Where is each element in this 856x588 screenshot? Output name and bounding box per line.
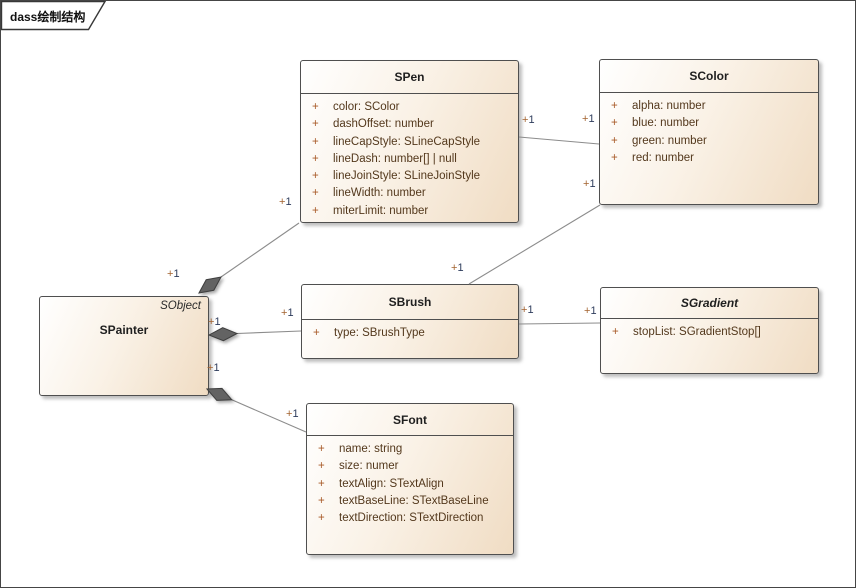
connector-spainter-sbrush[interactable] <box>236 330 302 335</box>
multiplicity-spainter-sbrush-target: +1 <box>281 307 294 319</box>
attribute-text: textBaseLine: STextBaseLine <box>339 494 489 507</box>
connector-spainter-spen[interactable] <box>220 222 300 278</box>
attribute-row: + miterLimit: number <box>301 203 518 220</box>
attribute-row: + lineWidth: number <box>301 185 518 202</box>
visibility-marker: + <box>318 477 325 490</box>
visibility-marker: + <box>612 326 619 338</box>
class-sfont[interactable]: SFont + name: string + size: numer + textAl… <box>306 403 514 555</box>
visibility-marker: + <box>312 152 319 165</box>
visibility-marker: + <box>312 101 319 113</box>
class-sbrush[interactable]: SBrush + type: SBrushType <box>301 284 519 359</box>
scolor-attributes: + alpha: number + blue: number + green: num… <box>600 92 818 167</box>
multiplicity-sbrush-scolor-source: +1 <box>451 262 464 274</box>
attribute-row: + lineDash: number[] | null <box>301 151 518 168</box>
multiplicity-spen-scolor-target: +1 <box>582 113 595 125</box>
class-name-spainter: SPainter <box>99 323 149 337</box>
visibility-marker: + <box>318 460 325 473</box>
connector-sbrush-scolor[interactable] <box>468 204 601 285</box>
spen-attributes: + color: SColor + dashOffset: number + line… <box>301 93 518 220</box>
class-name-sgradient: SGradient <box>680 296 739 310</box>
multiplicity-spainter-sfont-source: +1 <box>207 362 220 374</box>
class-name-sbrush: SBrush <box>388 295 432 309</box>
attribute-row: + name: string <box>307 441 513 458</box>
spainter-parent-label: SObject <box>160 300 201 312</box>
connector-spen-scolor[interactable] <box>518 136 600 145</box>
attribute-row: + type: SBrushType <box>302 325 518 342</box>
attribute-row: + size: numer <box>307 458 513 475</box>
frame-tab-shape <box>1 1 107 31</box>
attribute-row: + stopList: SGradientStop[] <box>601 324 818 341</box>
attribute-row: + textBaseLine: STextBaseLine <box>307 493 513 510</box>
attribute-text: red: number <box>632 151 695 164</box>
attribute-row: + color: SColor <box>301 99 518 116</box>
attribute-row: + alpha: number <box>600 98 818 115</box>
multiplicity-spainter-sbrush-source: +1 <box>208 316 221 328</box>
multiplicity-spainter-spen-source: +1 <box>167 268 180 280</box>
connector-spainter-sfont[interactable] <box>231 399 307 433</box>
attribute-text: type: SBrushType <box>334 327 425 339</box>
composition-diamond-sbrush[interactable] <box>207 327 239 342</box>
attribute-text: green: number <box>632 134 707 147</box>
class-spen[interactable]: SPen + color: SColor + dashOffset: number … <box>300 60 519 223</box>
attribute-text: dashOffset: number <box>333 118 434 131</box>
attribute-text: blue: number <box>632 117 700 130</box>
attribute-row: + blue: number <box>600 115 818 132</box>
attribute-row: + green: number <box>600 133 818 150</box>
class-name-spen: SPen <box>394 70 425 84</box>
class-name-scolor: SColor <box>689 69 729 83</box>
composition-diamond-spen[interactable] <box>198 276 222 294</box>
multiplicity-sbrush-sgradient-target: +1 <box>584 305 597 317</box>
connector-sbrush-sgradient[interactable] <box>518 322 601 325</box>
attribute-text: color: SColor <box>333 101 400 113</box>
class-sgradient[interactable]: SGradient + stopList: SGradientStop[] <box>600 287 819 374</box>
attribute-text: lineDash: number[] | null <box>333 152 457 165</box>
attribute-text: miterLimit: number <box>333 204 429 217</box>
frame-title: dass绘制结构 <box>10 10 86 24</box>
multiplicity-spen-scolor-source: +1 <box>522 114 535 126</box>
class-scolor[interactable]: SColor + alpha: number + blue: number + gre… <box>599 59 819 205</box>
visibility-marker: + <box>318 443 325 455</box>
class-name-sfont: SFont <box>393 412 427 427</box>
attribute-row: + lineCapStyle: SLineCapStyle <box>301 134 518 151</box>
attribute-row: + textAlign: STextAlign <box>307 476 513 493</box>
visibility-marker: + <box>611 117 618 130</box>
frame-title-tab[interactable]: dass绘制结构 <box>1 1 123 33</box>
sbrush-attributes: + type: SBrushType <box>302 319 518 342</box>
visibility-marker: + <box>611 151 618 164</box>
attribute-text: stopList: SGradientStop[] <box>633 326 761 338</box>
visibility-marker: + <box>313 327 320 339</box>
visibility-marker: + <box>312 170 319 183</box>
attribute-text: textAlign: STextAlign <box>339 477 444 490</box>
attribute-text: size: numer <box>339 460 399 473</box>
multiplicity-sbrush-scolor-target: +1 <box>583 178 596 190</box>
visibility-marker: + <box>611 100 618 112</box>
visibility-marker: + <box>312 187 319 200</box>
visibility-marker: + <box>312 118 319 131</box>
composition-diamond-sfont[interactable] <box>205 387 233 401</box>
class-spainter[interactable]: SObject SPainter <box>39 296 209 396</box>
visibility-marker: + <box>318 494 325 507</box>
attribute-row: + red: number <box>600 150 818 167</box>
attribute-text: textDirection: STextDirection <box>339 512 484 525</box>
multiplicity-spainter-spen-target: +1 <box>279 196 292 208</box>
visibility-marker: + <box>318 512 325 525</box>
visibility-marker: + <box>312 135 319 148</box>
attribute-row: + dashOffset: number <box>301 116 518 133</box>
attribute-text: lineJoinStyle: SLineJoinStyle <box>333 170 481 183</box>
attribute-row: + textDirection: STextDirection <box>307 510 513 527</box>
multiplicity-spainter-sfont-target: +1 <box>286 408 299 420</box>
attribute-row: + lineJoinStyle: SLineJoinStyle <box>301 168 518 185</box>
attribute-text: lineCapStyle: SLineCapStyle <box>333 135 481 148</box>
visibility-marker: + <box>312 204 319 217</box>
sfont-attributes: + name: string + size: numer + textAlign: S… <box>307 435 513 527</box>
multiplicity-sbrush-sgradient-source: +1 <box>521 304 534 316</box>
sgradient-attributes: + stopList: SGradientStop[] <box>601 318 818 341</box>
attribute-text: alpha: number <box>632 100 706 112</box>
attribute-text: lineWidth: number <box>333 187 426 200</box>
visibility-marker: + <box>611 134 618 147</box>
attribute-text: name: string <box>339 443 403 455</box>
